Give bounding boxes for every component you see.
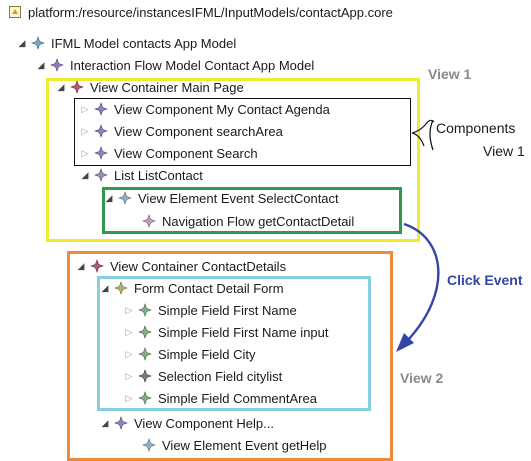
components-bracket	[411, 119, 435, 147]
tree-label: Simple Field City	[158, 346, 256, 362]
components-box	[74, 98, 411, 166]
expand-icon[interactable]: ◢	[77, 260, 85, 271]
diamond-icon	[90, 259, 104, 273]
click-event-arrowhead	[396, 333, 414, 352]
collapse-icon[interactable]: ▷	[125, 326, 133, 337]
diamond-icon	[138, 369, 152, 383]
tree-label: Simple Field CommentArea	[158, 390, 317, 406]
tree-row-list-listcontact[interactable]: ◢ List ListContact	[80, 165, 203, 185]
diamond-icon	[138, 391, 152, 405]
collapse-icon[interactable]: ▷	[81, 147, 89, 158]
collapse-icon[interactable]: ▷	[125, 348, 133, 359]
tree-row-form-contact-detail[interactable]: ◢ Form Contact Detail Form	[100, 278, 284, 298]
tree-row-my-contact-agenda[interactable]: ▷ View Component My Contact Agenda	[80, 99, 330, 119]
tree-label: IFML Model contacts App Model	[51, 35, 237, 51]
tree-label: View Component Search	[114, 145, 258, 161]
expand-icon[interactable]: ◢	[101, 417, 109, 428]
diamond-icon	[138, 347, 152, 361]
diamond-icon	[94, 146, 108, 160]
expand-icon[interactable]: ◢	[57, 81, 65, 92]
tree-label: View Component searchArea	[114, 123, 283, 139]
diamond-icon	[142, 214, 156, 228]
tree-row-view-component-help[interactable]: ◢ View Component Help...	[100, 413, 274, 433]
collapse-icon[interactable]: ▷	[81, 103, 89, 114]
tree-label: Form Contact Detail Form	[134, 280, 284, 296]
event-box	[102, 187, 402, 234]
diamond-icon	[142, 438, 156, 452]
tree-row-field-city[interactable]: ▷ Simple Field City	[124, 344, 256, 364]
tree-row-view-component-search[interactable]: ▷ View Component Search	[80, 143, 258, 163]
diamond-icon	[94, 102, 108, 116]
components-view1-label: View 1	[483, 143, 525, 159]
click-event-label: Click Event	[447, 272, 523, 288]
tree-label: Simple Field First Name input	[158, 324, 329, 340]
tree-label: View Container ContactDetails	[110, 258, 287, 274]
root-path: platform:/resource/instancesIFML/InputMo…	[28, 4, 393, 20]
tree-row-field-comment-area[interactable]: ▷ Simple Field CommentArea	[124, 388, 317, 408]
diamond-icon	[118, 191, 132, 205]
tree-row-field-first-name[interactable]: ▷ Simple Field First Name	[124, 300, 297, 320]
root-resource-row[interactable]: platform:/resource/instancesIFML/InputMo…	[8, 2, 393, 22]
resource-file-icon	[9, 6, 21, 18]
expand-icon[interactable]: ◢	[18, 37, 26, 48]
diamond-icon	[31, 36, 45, 50]
tree-label: View Element Event SelectContact	[138, 190, 339, 206]
tree-label: View Component My Contact Agenda	[114, 101, 330, 117]
tree-row-interaction-flow-model[interactable]: ◢ Interaction Flow Model Contact App Mod…	[36, 55, 315, 75]
tree-label: Navigation Flow getContactDetail	[162, 213, 355, 229]
view2-label: View 2	[400, 370, 444, 386]
diamond-icon	[94, 124, 108, 138]
expand-icon[interactable]: ◢	[101, 282, 109, 293]
tree-row-get-help-event[interactable]: View Element Event getHelp	[138, 435, 327, 455]
tree-row-view-container-details[interactable]: ◢ View Container ContactDetails	[76, 256, 287, 276]
collapse-icon[interactable]: ▷	[125, 304, 133, 315]
collapse-icon[interactable]: ▷	[81, 125, 89, 136]
tree-row-search-area[interactable]: ▷ View Component searchArea	[80, 121, 283, 141]
expand-icon[interactable]: ◢	[105, 192, 113, 203]
tree-row-ifml-model[interactable]: ◢ IFML Model contacts App Model	[17, 33, 237, 53]
expand-icon[interactable]: ◢	[37, 59, 45, 70]
components-brace	[429, 119, 434, 151]
components-label: Components	[436, 120, 516, 136]
tree-label: Selection Field citylist	[158, 368, 283, 384]
diamond-icon	[138, 303, 152, 317]
tree-row-select-contact-event[interactable]: ◢ View Element Event SelectContact	[104, 188, 339, 208]
tree-row-navigation-flow[interactable]: Navigation Flow getContactDetail	[138, 211, 354, 231]
tree-row-view-container-main[interactable]: ◢ View Container Main Page	[56, 77, 244, 97]
form-box	[97, 276, 371, 411]
expand-icon[interactable]: ◢	[81, 169, 89, 180]
tree-label: View Container Main Page	[90, 79, 244, 95]
tree-row-field-first-name-input[interactable]: ▷ Simple Field First Name input	[124, 322, 329, 342]
tree-label: Interaction Flow Model Contact App Model	[70, 57, 315, 73]
click-event-arrow	[403, 222, 440, 341]
diamond-icon	[70, 80, 84, 94]
tree-label: View Element Event getHelp	[162, 437, 327, 453]
tree-label: Simple Field First Name	[158, 302, 297, 318]
diamond-icon	[50, 58, 64, 72]
collapse-icon[interactable]: ▷	[125, 370, 133, 381]
diamond-icon	[94, 168, 108, 182]
view1-box	[46, 78, 420, 242]
diamond-icon	[138, 325, 152, 339]
tree-label: View Component Help...	[134, 415, 274, 431]
collapse-icon[interactable]: ▷	[125, 392, 133, 403]
diamond-icon	[114, 416, 128, 430]
diamond-icon	[114, 281, 128, 295]
tree-row-selection-field-citylist[interactable]: ▷ Selection Field citylist	[124, 366, 283, 386]
tree-label: List ListContact	[114, 167, 203, 183]
view1-label: View 1	[428, 66, 472, 82]
